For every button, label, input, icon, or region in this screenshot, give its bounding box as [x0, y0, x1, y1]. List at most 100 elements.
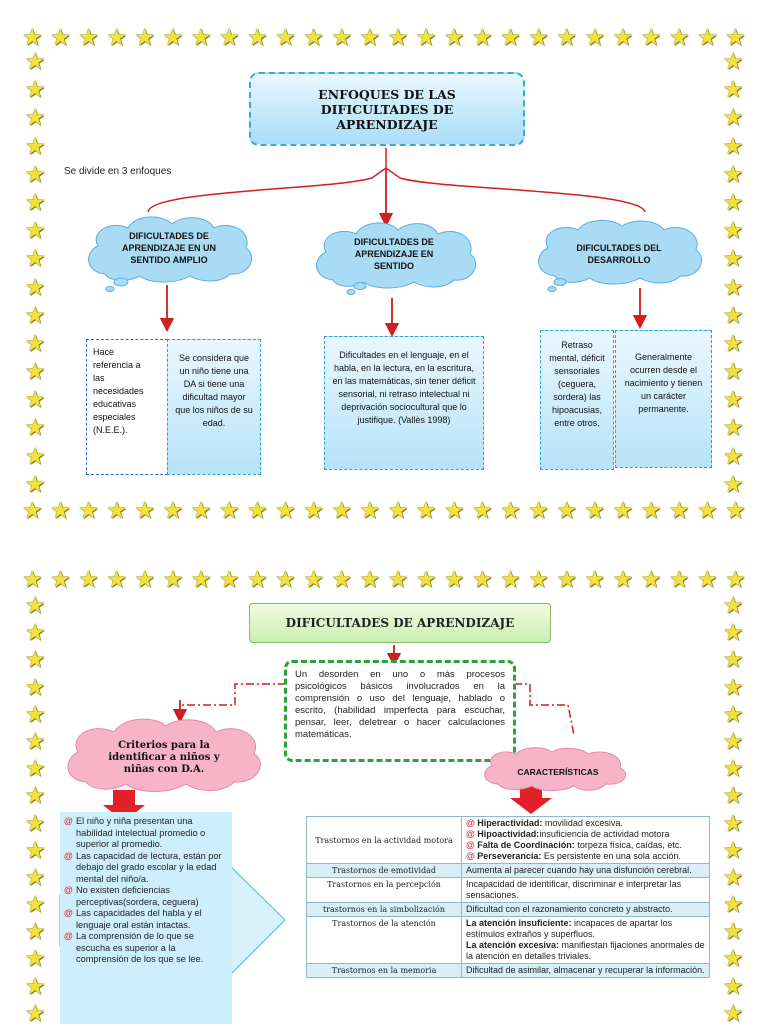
- row-label: Trastornos en la percepción: [306, 877, 462, 903]
- star-icon: ★: [722, 727, 744, 754]
- star-icon: ★: [24, 104, 46, 131]
- star-icon: ★: [472, 497, 493, 523]
- star-border-bottom-1: ★★★★★★★★★★★★★★★★★★★★★★★★★★: [22, 497, 746, 523]
- star-icon: ★: [556, 24, 577, 50]
- star-icon: ★: [24, 188, 46, 215]
- table-row: Trastornos de emotividad Aumenta al pare…: [306, 863, 710, 878]
- star-icon: ★: [247, 566, 268, 592]
- star-icon: ★: [612, 566, 634, 592]
- star-icon: ★: [134, 497, 156, 523]
- star-icon: ★: [24, 863, 46, 890]
- star-icon: ★: [303, 497, 324, 523]
- star-icon: ★: [640, 497, 662, 523]
- star-icon: ★: [275, 566, 296, 592]
- star-icon: ★: [668, 566, 690, 592]
- star-icon: ★: [24, 245, 46, 272]
- star-icon: ★: [50, 497, 71, 523]
- section2-title: DIFICULTADES DE APRENDIZAJE: [249, 603, 551, 643]
- star-icon: ★: [528, 566, 549, 592]
- star-icon: ★: [725, 497, 746, 523]
- row-value: Incapacidad de identificar, discriminar …: [461, 877, 710, 903]
- star-icon: ★: [359, 566, 381, 592]
- star-icon: ★: [415, 24, 437, 50]
- star-icon: ★: [24, 700, 46, 727]
- star-icon: ★: [190, 497, 212, 523]
- note-amplio-left: Hace referencia a las necesidades educat…: [86, 339, 168, 475]
- star-icon: ★: [24, 755, 46, 782]
- star-icon: ★: [24, 891, 46, 918]
- star-icon: ★: [218, 24, 240, 50]
- star-icon: ★: [443, 566, 465, 592]
- star-icon: ★: [528, 497, 549, 523]
- star-icon: ★: [722, 132, 744, 159]
- cloud-desarrollo-label: DIFICULTADES DEL DESARROLLO: [576, 243, 662, 265]
- star-icon: ★: [106, 566, 127, 592]
- star-icon: ★: [24, 999, 46, 1026]
- star-icon: ★: [24, 386, 46, 413]
- cloud-shape: [88, 216, 252, 292]
- star-icon: ★: [722, 700, 744, 727]
- star-icon: ★: [331, 497, 352, 523]
- star-icon: ★: [162, 566, 184, 592]
- star-icon: ★: [722, 755, 744, 782]
- star-icon: ★: [722, 245, 744, 272]
- star-icon: ★: [722, 217, 744, 244]
- star-icon: ★: [24, 442, 46, 469]
- star-icon: ★: [24, 592, 46, 618]
- star-icon: ★: [722, 863, 744, 890]
- star-icon: ★: [24, 809, 46, 836]
- star-border-left-1: ★★★★★★★★★★★★★★★★: [22, 50, 48, 497]
- star-icon: ★: [24, 646, 46, 673]
- criteria-item: @No existen deficiencias perceptivas(sor…: [64, 885, 199, 907]
- star-icon: ★: [22, 497, 43, 523]
- star-icon: ★: [78, 24, 99, 50]
- star-icon: ★: [22, 24, 43, 50]
- star-icon: ★: [472, 24, 493, 50]
- star-icon: ★: [640, 24, 662, 50]
- star-icon: ★: [247, 497, 268, 523]
- cloud-criteria-label: Criterios para la identificar a niños y …: [108, 740, 220, 775]
- star-icon: ★: [359, 497, 381, 523]
- star-icon: ★: [303, 24, 324, 50]
- star-icon: ★: [24, 132, 46, 159]
- star-icon: ★: [500, 566, 521, 592]
- star-icon: ★: [24, 619, 46, 646]
- star-icon: ★: [24, 782, 46, 809]
- star-icon: ★: [722, 673, 744, 700]
- row-label: Trastornos de la atención: [306, 916, 462, 964]
- star-icon: ★: [134, 566, 156, 592]
- table-row: Trastornos en la actividad motora @ Hipe…: [306, 816, 710, 864]
- note-desarrollo-right: Generalmente ocurren desde el nacimiento…: [615, 330, 712, 468]
- star-icon: ★: [24, 918, 46, 945]
- star-icon: ★: [443, 24, 465, 50]
- star-icon: ★: [697, 497, 718, 523]
- star-icon: ★: [722, 301, 744, 328]
- star-icon: ★: [275, 497, 296, 523]
- star-icon: ★: [612, 497, 634, 523]
- section1-title: ENFOQUES DE LAS DIFICULTADES DE APRENDIZ…: [249, 72, 525, 146]
- star-icon: ★: [415, 566, 437, 592]
- row-label: trastornos en la simbolización: [306, 902, 462, 917]
- star-icon: ★: [722, 782, 744, 809]
- star-icon: ★: [722, 619, 744, 646]
- star-icon: ★: [78, 497, 99, 523]
- star-icon: ★: [24, 673, 46, 700]
- criteria-item: @El niño y niña presentan una habilidad …: [64, 816, 206, 849]
- cloud-amplio-label: DIFICULTADES DE APRENDIZAJE EN UN SENTID…: [121, 231, 216, 265]
- row-label: Trastornos en la memoria: [306, 963, 462, 978]
- star-icon: ★: [218, 497, 240, 523]
- star-icon: ★: [722, 836, 744, 863]
- criteria-item: @Las capacidades del habla y el lenguaje…: [64, 908, 202, 930]
- star-icon: ★: [722, 945, 744, 972]
- star-icon: ★: [443, 497, 465, 523]
- cloud-shape: [67, 718, 261, 792]
- star-icon: ★: [24, 470, 46, 497]
- star-border-top-2: ★★★★★★★★★★★★★★★★★★★★★★★★★★: [22, 566, 746, 592]
- cloud-desarrollo: DIFICULTADES DEL DESARROLLO: [530, 218, 708, 294]
- star-icon: ★: [24, 217, 46, 244]
- row-label: Trastornos en la actividad motora: [306, 816, 462, 864]
- star-icon: ★: [22, 566, 43, 592]
- star-border-right-2: ★★★★★★★★★★★★★★★★: [720, 594, 746, 1025]
- cloud-shape: [484, 747, 627, 791]
- star-icon: ★: [697, 566, 718, 592]
